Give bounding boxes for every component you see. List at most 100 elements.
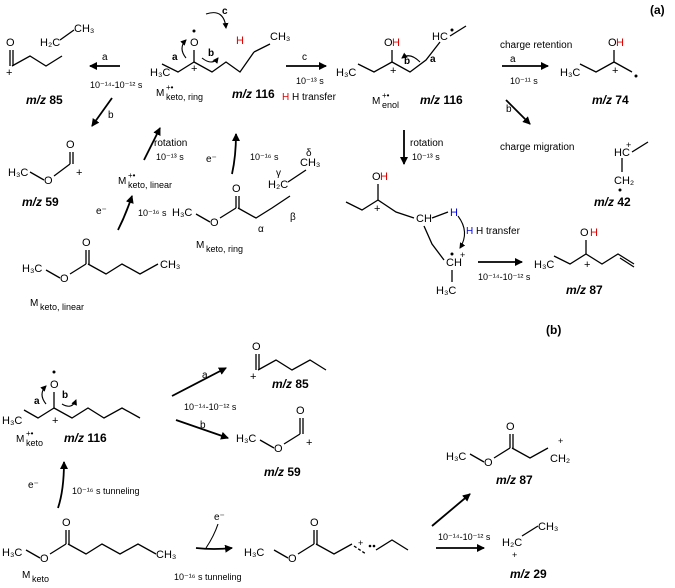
svg-text:H₂C: H₂C <box>40 37 60 49</box>
arrow-path-b-down <box>91 97 113 127</box>
svg-text:+: + <box>358 538 363 548</box>
ion-mz85-b: O + m/z 85 <box>250 341 327 391</box>
arrow-b-to-87 <box>431 493 471 527</box>
svg-text:H₃C: H₃C <box>22 263 42 275</box>
svg-text:e⁻: e⁻ <box>206 154 217 165</box>
mol-keto-ring-neutral: O O H₃C H₂C CH₃ α β γ δ M keto, ring <box>172 148 320 254</box>
svg-text:keto: keto <box>26 438 43 448</box>
charge-retention-label: charge retention <box>500 40 572 51</box>
svg-text:H₃C: H₃C <box>560 67 580 79</box>
svg-text:O: O <box>50 379 59 391</box>
svg-text:keto, ring: keto, ring <box>166 92 203 102</box>
svg-text:M: M <box>30 298 38 309</box>
svg-text:M: M <box>372 96 380 107</box>
svg-text:enol: enol <box>382 100 399 110</box>
svg-text:10⁻¹⁴-10⁻¹² s: 10⁻¹⁴-10⁻¹² s <box>438 532 491 542</box>
time-path-c: 10⁻¹³ s <box>296 76 324 86</box>
mz-59-a-label: m/z 59 <box>22 195 59 209</box>
svg-text:+•: +• <box>166 83 174 92</box>
ion-mz85-a: O + H₂C CH₃ m/z 85 <box>6 23 94 107</box>
svg-text:α: α <box>258 224 264 235</box>
svg-text:O: O <box>288 553 297 565</box>
svg-text:+: + <box>250 371 256 383</box>
svg-text:10⁻¹⁴-10⁻¹² s: 10⁻¹⁴-10⁻¹² s <box>478 272 531 282</box>
svg-text:10⁻¹⁶ s tunneling: 10⁻¹⁶ s tunneling <box>174 572 242 582</box>
svg-text:10⁻¹⁶ s: 10⁻¹⁶ s <box>138 208 167 218</box>
mz-74-label: m/z 74 <box>592 93 629 107</box>
svg-text:O: O <box>580 227 589 239</box>
svg-text:rotation: rotation <box>154 138 187 149</box>
label-path-a: a <box>102 52 108 63</box>
svg-text:O: O <box>40 553 49 565</box>
svg-text:O: O <box>274 443 283 455</box>
svg-text:b: b <box>62 390 68 401</box>
svg-text:+: + <box>584 259 590 271</box>
svg-text:O: O <box>44 175 53 187</box>
arrow-rotation-left <box>143 127 161 161</box>
svg-text:a: a <box>510 54 516 65</box>
svg-text:H₃C: H₃C <box>8 167 28 179</box>
panel-label-b: (b) <box>546 323 561 337</box>
svg-text:O: O <box>210 217 219 229</box>
svg-text:CH₂: CH₂ <box>614 175 634 187</box>
svg-text:+: + <box>374 203 380 215</box>
arrow-b-path-a <box>171 367 227 397</box>
ion-mz59-b: O O H₃C + m/z 59 <box>236 405 312 479</box>
svg-text:+: + <box>191 63 197 75</box>
label-path-b: b <box>108 110 114 121</box>
h-transfer-label-1: H H transfer <box>282 92 337 103</box>
mz-29-b-label: m/z 29 <box>510 567 547 581</box>
svg-text:+: + <box>390 65 396 77</box>
svg-text:H₃C: H₃C <box>244 547 264 559</box>
svg-text:H₃C: H₃C <box>2 415 22 427</box>
svg-text:CH₃: CH₃ <box>538 521 558 533</box>
svg-text:O: O <box>82 237 91 249</box>
svg-text:H: H <box>450 207 458 219</box>
svg-text:O: O <box>232 183 241 195</box>
svg-text:e⁻: e⁻ <box>96 206 107 217</box>
svg-text:H₃C: H₃C <box>436 285 456 297</box>
mz-42-label: m/z 42 <box>594 195 631 209</box>
svg-text:b: b <box>208 48 214 59</box>
mz-85-b-label: m/z 85 <box>272 377 309 391</box>
ion-mz87-a: O H H₃C + m/z 87 <box>534 227 635 297</box>
arrow-ionize-ring <box>231 133 240 175</box>
svg-text:a: a <box>202 370 208 381</box>
svg-text:H₃C: H₃C <box>534 259 554 271</box>
svg-text:a: a <box>430 54 436 65</box>
svg-text:b: b <box>506 104 512 115</box>
svg-text:O: O <box>384 37 393 49</box>
svg-text:+: + <box>460 250 465 260</box>
svg-text:H₃C: H₃C <box>150 67 170 79</box>
svg-text:H₃C: H₃C <box>336 67 356 79</box>
svg-text:O: O <box>60 273 69 285</box>
svg-text:δ: δ <box>306 148 312 159</box>
svg-text:M: M <box>22 570 30 581</box>
svg-text:b: b <box>404 56 410 67</box>
panel-label-a: (a) <box>650 3 665 17</box>
svg-text:CH: CH <box>416 213 432 225</box>
svg-text:+: + <box>626 140 631 150</box>
svg-text:M: M <box>196 240 204 251</box>
svg-text:keto, ring: keto, ring <box>206 244 243 254</box>
svg-text:keto, linear: keto, linear <box>128 180 172 190</box>
ion-mz29-b: H₂C + CH₃ m/z 29 <box>502 521 558 581</box>
svg-text:keto, linear: keto, linear <box>40 302 84 312</box>
svg-text:O: O <box>190 37 199 49</box>
svg-text:O: O <box>372 171 381 183</box>
arrow-b-path-b <box>175 419 229 440</box>
svg-text:H₃C: H₃C <box>446 451 466 463</box>
svg-text:O: O <box>66 139 75 151</box>
time-path-a: 10⁻¹⁴-10⁻¹² s <box>90 80 143 90</box>
mol-enol-rotated: O H + CH H CH + H₃C H H transfer <box>345 171 521 297</box>
svg-text:HC: HC <box>614 147 630 159</box>
svg-text:+: + <box>6 67 12 79</box>
svg-text:+•: +• <box>26 429 34 438</box>
mz-87-b-label: m/z 87 <box>496 473 533 487</box>
svg-text:H: H <box>616 37 624 49</box>
mol-keto-neutral-b: O O H₃C CH₃ M keto <box>2 517 176 584</box>
svg-text:10⁻¹¹ s: 10⁻¹¹ s <box>510 76 538 86</box>
arrow-charge-migration <box>505 99 531 125</box>
